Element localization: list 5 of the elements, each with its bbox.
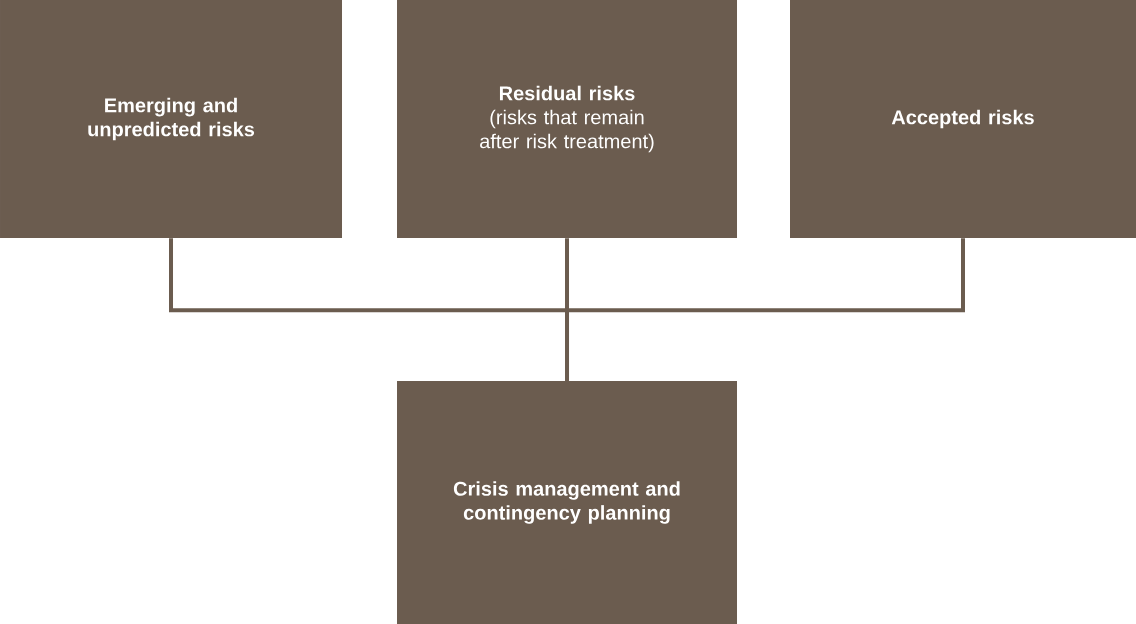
box: Accepted risks xyxy=(790,0,1136,238)
box: Emerging and unpredicted risks xyxy=(0,0,342,238)
box: Crisis management and contingency planning xyxy=(397,381,737,624)
box: Residual risks (risks that remain after risk treatment) xyxy=(397,0,737,238)
connector-line xyxy=(565,238,965,381)
